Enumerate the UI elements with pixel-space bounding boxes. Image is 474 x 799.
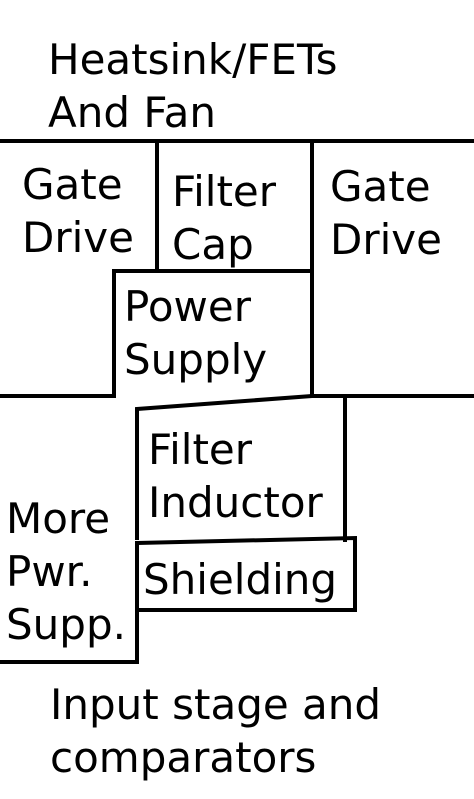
input-stage-line2: comparators xyxy=(50,733,317,782)
more-power-supply-label: More Pwr. Supp. xyxy=(6,492,126,651)
more-power-supply-box xyxy=(0,541,139,664)
more-power-supply-line1: More xyxy=(6,494,111,543)
input-stage-label: Input stage and comparators xyxy=(50,678,381,784)
filter-inductor-label: Filter Inductor xyxy=(148,423,323,529)
gate-drive-left-line1: Gate xyxy=(22,160,123,209)
filter-cap-box xyxy=(155,139,314,273)
heatsink-label-line2: And Fan xyxy=(48,88,217,137)
heatsink-label-line1: Heatsink/FETs xyxy=(48,35,338,84)
power-supply-line2: Supply xyxy=(124,335,268,384)
filter-inductor-line1: Filter xyxy=(148,425,253,474)
power-supply-box xyxy=(112,269,159,398)
power-supply-line1: Power xyxy=(124,282,251,331)
filter-cap-line2: Cap xyxy=(172,220,254,269)
filter-cap-line1: Filter xyxy=(172,167,277,216)
filter-inductor-line2: Inductor xyxy=(148,478,323,527)
gate-drive-right-line1: Gate xyxy=(330,162,431,211)
filter-cap-label: Filter Cap xyxy=(172,165,276,271)
shielding-line1: Shielding xyxy=(143,555,338,604)
gate-drive-left-label: Gate Drive xyxy=(22,158,134,264)
shielding-label: Shielding xyxy=(143,553,337,606)
heatsink-label: Heatsink/FETs And Fan xyxy=(48,33,338,139)
input-stage-line1: Input stage and xyxy=(50,680,382,729)
gate-drive-right-label: Gate Drive xyxy=(330,160,442,266)
gate-drive-right-line2: Drive xyxy=(330,215,442,264)
filter-inductor-box xyxy=(135,394,347,542)
power-supply-label: Power Supply xyxy=(124,280,267,386)
more-power-supply-line2: Pwr. xyxy=(6,547,93,596)
gate-drive-left-line2: Drive xyxy=(22,213,134,262)
more-power-supply-line3: Supp. xyxy=(6,600,126,649)
